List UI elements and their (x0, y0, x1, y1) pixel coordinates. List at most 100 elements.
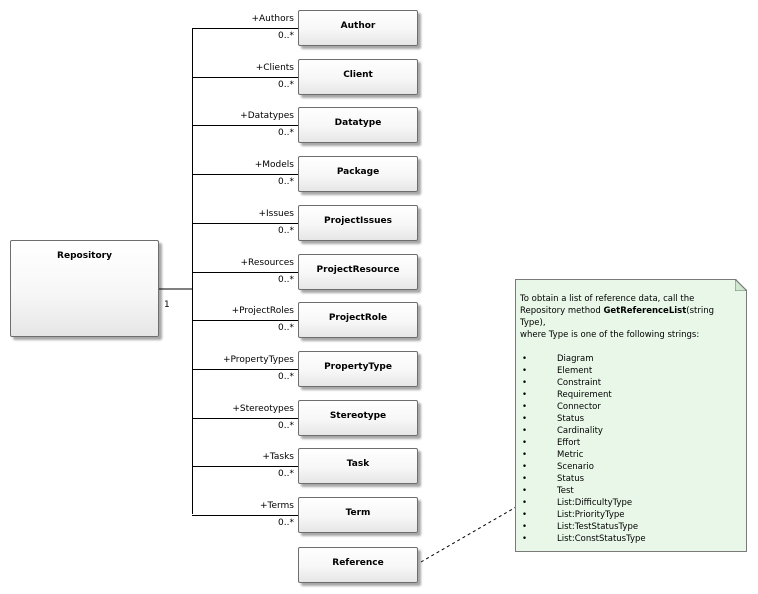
bullet-icon: • (522, 450, 528, 460)
role-label: +Tasks (262, 452, 294, 462)
multiplicity-label: 0..* (278, 177, 294, 187)
note-list-item: • Constraint (520, 377, 742, 389)
bullet-icon: • (522, 378, 528, 388)
reference-class[interactable]: Reference (298, 547, 418, 583)
bullet-icon: • (522, 462, 528, 472)
class-projectrole[interactable]: ProjectRole (298, 302, 418, 338)
note-list-item-text: Status (557, 414, 585, 424)
bullet-icon: • (522, 390, 528, 400)
class-propertytype[interactable]: PropertyType (298, 351, 418, 387)
role-label: +Issues (258, 209, 294, 219)
class-name: Stereotype (329, 411, 387, 421)
role-label: +ProjectRoles (231, 306, 294, 316)
class-name: Term (345, 508, 371, 518)
note-list-item-text: List:DifficultyType (557, 498, 633, 508)
class-name: Task (346, 459, 370, 469)
note-list-item-text: List:PriorityType (557, 510, 625, 520)
role-label: +Datatypes (240, 111, 294, 121)
note-list-item-text: Cardinality (557, 426, 603, 436)
role-label: +PropertyTypes (223, 355, 294, 365)
multiplicity-label: 0..* (278, 372, 294, 382)
class-name: Client (343, 70, 373, 80)
reference-class-name: Reference (332, 558, 384, 568)
note-list-item-text: Metric (557, 450, 584, 460)
bullet-icon: • (522, 414, 528, 424)
multiplicity-label: 0..* (278, 31, 294, 41)
note-intro-line3: where Type is one of the following strin… (520, 330, 700, 340)
note-list-item: • Element (520, 365, 742, 377)
multiplicity-label: 0..* (278, 421, 294, 431)
class-author[interactable]: Author (298, 10, 418, 46)
note-list-item: • List:TestStatusType (520, 521, 742, 533)
reference-note: To obtain a list of reference data, call… (515, 279, 747, 552)
role-label: +Terms (259, 501, 294, 511)
role-label: +Resources (240, 258, 294, 268)
bullet-icon: • (522, 474, 528, 484)
bullet-icon: • (522, 534, 528, 544)
bullet-icon: • (522, 426, 528, 436)
note-list-item: •List:ConstStatusType (520, 533, 742, 545)
multiplicity-label: 0..* (278, 80, 294, 90)
note-list-item: • Scenario (520, 461, 742, 473)
note-list-item-text: Element (557, 366, 593, 376)
note-list-item: • Diagram (520, 353, 742, 365)
repository-multiplicity: 1 (164, 300, 170, 310)
note-anchor-link (420, 506, 517, 563)
multiplicity-label: 0..* (278, 469, 294, 479)
note-list-item-text: Diagram (557, 354, 594, 364)
multiplicity-label: 0..* (278, 275, 294, 285)
bullet-icon: • (522, 402, 528, 412)
class-package[interactable]: Package (298, 156, 418, 192)
class-name: ProjectRole (328, 313, 388, 323)
role-label: +Authors (251, 14, 294, 24)
class-stereotype[interactable]: Stereotype (298, 400, 418, 436)
role-label: +Clients (255, 63, 294, 73)
multiplicity-label: 0..* (278, 226, 294, 236)
note-list-item: • Metric (520, 449, 742, 461)
note-list-item: • List:PriorityType (520, 509, 742, 521)
note-list-item-text: List:TestStatusType (557, 522, 639, 532)
note-list-item-text: Effort (557, 438, 581, 448)
note-list-item: • Requirement (520, 389, 742, 401)
note-fold-corner (735, 279, 747, 291)
bullet-icon: • (522, 486, 528, 496)
note-list-item: • Effort (520, 437, 742, 449)
bullet-icon: • (522, 366, 528, 376)
class-datatype[interactable]: Datatype (298, 107, 418, 143)
multiplicity-label: 0..* (278, 518, 294, 528)
class-name: ProjectIssues (324, 216, 392, 226)
note-list: •Diagram•Element•Constraint•Requirement•… (520, 353, 742, 545)
note-list-item: • List:DifficultyType (520, 497, 742, 509)
note-list-item-text: Requirement (557, 390, 612, 400)
class-name: Package (336, 167, 380, 177)
class-projectresource[interactable]: ProjectResource (298, 254, 418, 290)
class-projectissues[interactable]: ProjectIssues (298, 205, 418, 241)
class-name: Datatype (334, 118, 382, 128)
class-task[interactable]: Task (298, 448, 418, 484)
note-list-item: •Test (520, 485, 742, 497)
note-intro: To obtain a list of reference data, call… (520, 293, 742, 341)
bullet-icon: • (522, 522, 528, 532)
bullet-icon: • (522, 510, 528, 520)
repository-class-name: Repository (57, 251, 112, 261)
note-list-item-text: Scenario (557, 462, 594, 472)
class-term[interactable]: Term (298, 497, 418, 533)
multiplicity-label: 0..* (278, 323, 294, 333)
class-name: ProjectResource (316, 265, 400, 275)
multiplicity-label: 0..* (278, 128, 294, 138)
class-client[interactable]: Client (298, 59, 418, 95)
bullet-icon: • (522, 438, 528, 448)
bullet-icon: • (522, 354, 528, 364)
bullet-icon: • (522, 498, 528, 508)
note-list-item: • Connector (520, 401, 742, 413)
note-list-item-text: Constraint (557, 378, 602, 388)
note-method: GetReferenceList (603, 306, 687, 316)
class-name: PropertyType (324, 362, 392, 372)
note-intro-text: To obtain a list of reference data, call… (520, 294, 695, 316)
repository-class[interactable]: Repository (10, 240, 159, 337)
note-method-args: (string Type), (520, 306, 714, 328)
note-list-item: • Cardinality (520, 425, 742, 437)
note-list-item-text: Connector (557, 402, 601, 412)
role-label: +Models (254, 160, 294, 170)
